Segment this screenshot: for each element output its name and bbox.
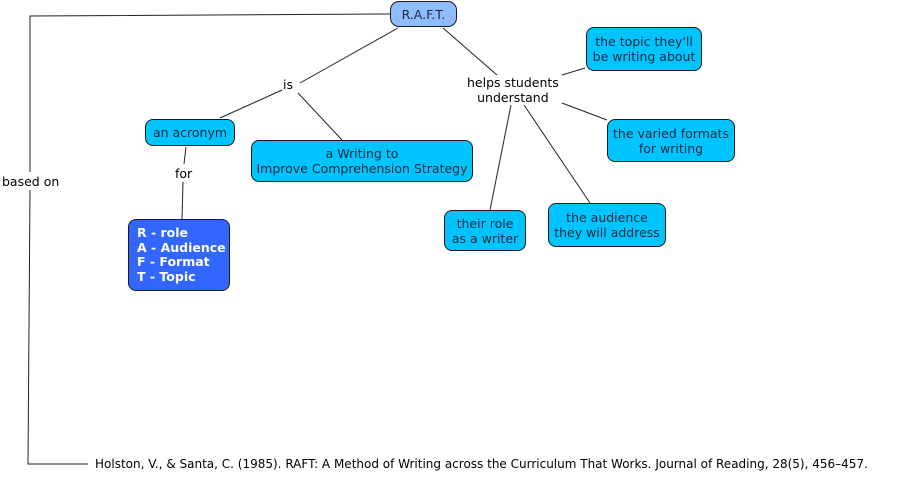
link-for-letters <box>181 181 184 220</box>
link-based-on-citation <box>27 189 88 465</box>
concept-audience[interactable]: the audience they will address <box>548 203 666 247</box>
concept-writing-strategy[interactable]: a Writing to Improve Comprehension Strat… <box>251 140 473 182</box>
concept-varied-formats[interactable]: the varied formats for writing <box>607 119 735 162</box>
link-label-for: for <box>175 166 193 181</box>
link-label-based-on: based on <box>2 174 60 189</box>
link-label-helps-students-understand: helps students understand <box>467 75 559 105</box>
link-root-based-on <box>29 13 391 172</box>
link-helps-formats <box>561 102 608 121</box>
link-root-is <box>299 27 399 84</box>
concept-an-acronym[interactable]: an acronym <box>145 119 235 146</box>
root-label: R.A.F.T. <box>401 6 446 22</box>
concept-their-role[interactable]: their role as a writer <box>444 210 526 251</box>
link-helps-role <box>489 104 512 211</box>
concept-raft-letters[interactable]: R - role A - Audience F - Format T - Top… <box>128 219 230 291</box>
link-acronym-for <box>183 146 187 165</box>
link-is-strategy <box>297 92 343 141</box>
link-is-acronym <box>219 89 283 119</box>
root-node-raft[interactable]: R.A.F.T. <box>390 1 457 27</box>
citation-reference: Holston, V., & Santa, C. (1985). RAFT: A… <box>95 457 868 471</box>
link-label-is: is <box>283 77 293 92</box>
link-helps-audience <box>523 104 591 204</box>
link-helps-topic <box>561 67 586 76</box>
link-root-helps <box>442 27 498 76</box>
concept-topic[interactable]: the topic they'll be writing about <box>586 27 702 71</box>
